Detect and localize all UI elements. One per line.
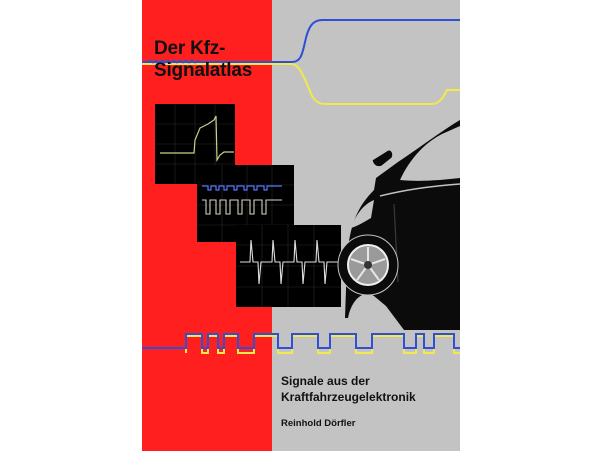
book-subtitle-line-2: Kraftfahrzeugelektronik <box>281 390 416 404</box>
book-subtitle-line-1: Signale aus der <box>281 374 370 388</box>
book-title-line-1: Der Kfz- <box>154 38 226 59</box>
scope-screen-3 <box>236 225 341 307</box>
book-subtitle: Signale aus der Kraftfahrzeugelektronik <box>281 373 416 405</box>
bottom-yellow-pulse <box>185 335 460 354</box>
car-illustration <box>337 120 460 330</box>
car-headlight <box>351 200 374 228</box>
book-title-line-2: Signalatlas <box>154 60 253 81</box>
car-hub <box>364 261 372 269</box>
book-cover: Der Kfz- Signalatlas Signale aus der Kra… <box>142 0 460 451</box>
car-window <box>400 126 460 181</box>
car-mirror <box>371 149 394 168</box>
bottom-blue-pulse <box>142 333 460 349</box>
book-title: Der Kfz- Signalatlas <box>154 38 252 82</box>
bottom-pulse-signal <box>142 333 460 354</box>
oscilloscope-screens <box>155 104 341 307</box>
cover-artwork <box>142 19 460 354</box>
book-author: Reinhold Dörfler <box>281 418 356 429</box>
top-yellow-signal <box>142 63 460 105</box>
top-blue-signal <box>142 19 460 63</box>
top-signal-traces <box>142 19 460 105</box>
car-beltline <box>379 183 460 197</box>
top-red-panel-noise <box>146 59 199 64</box>
